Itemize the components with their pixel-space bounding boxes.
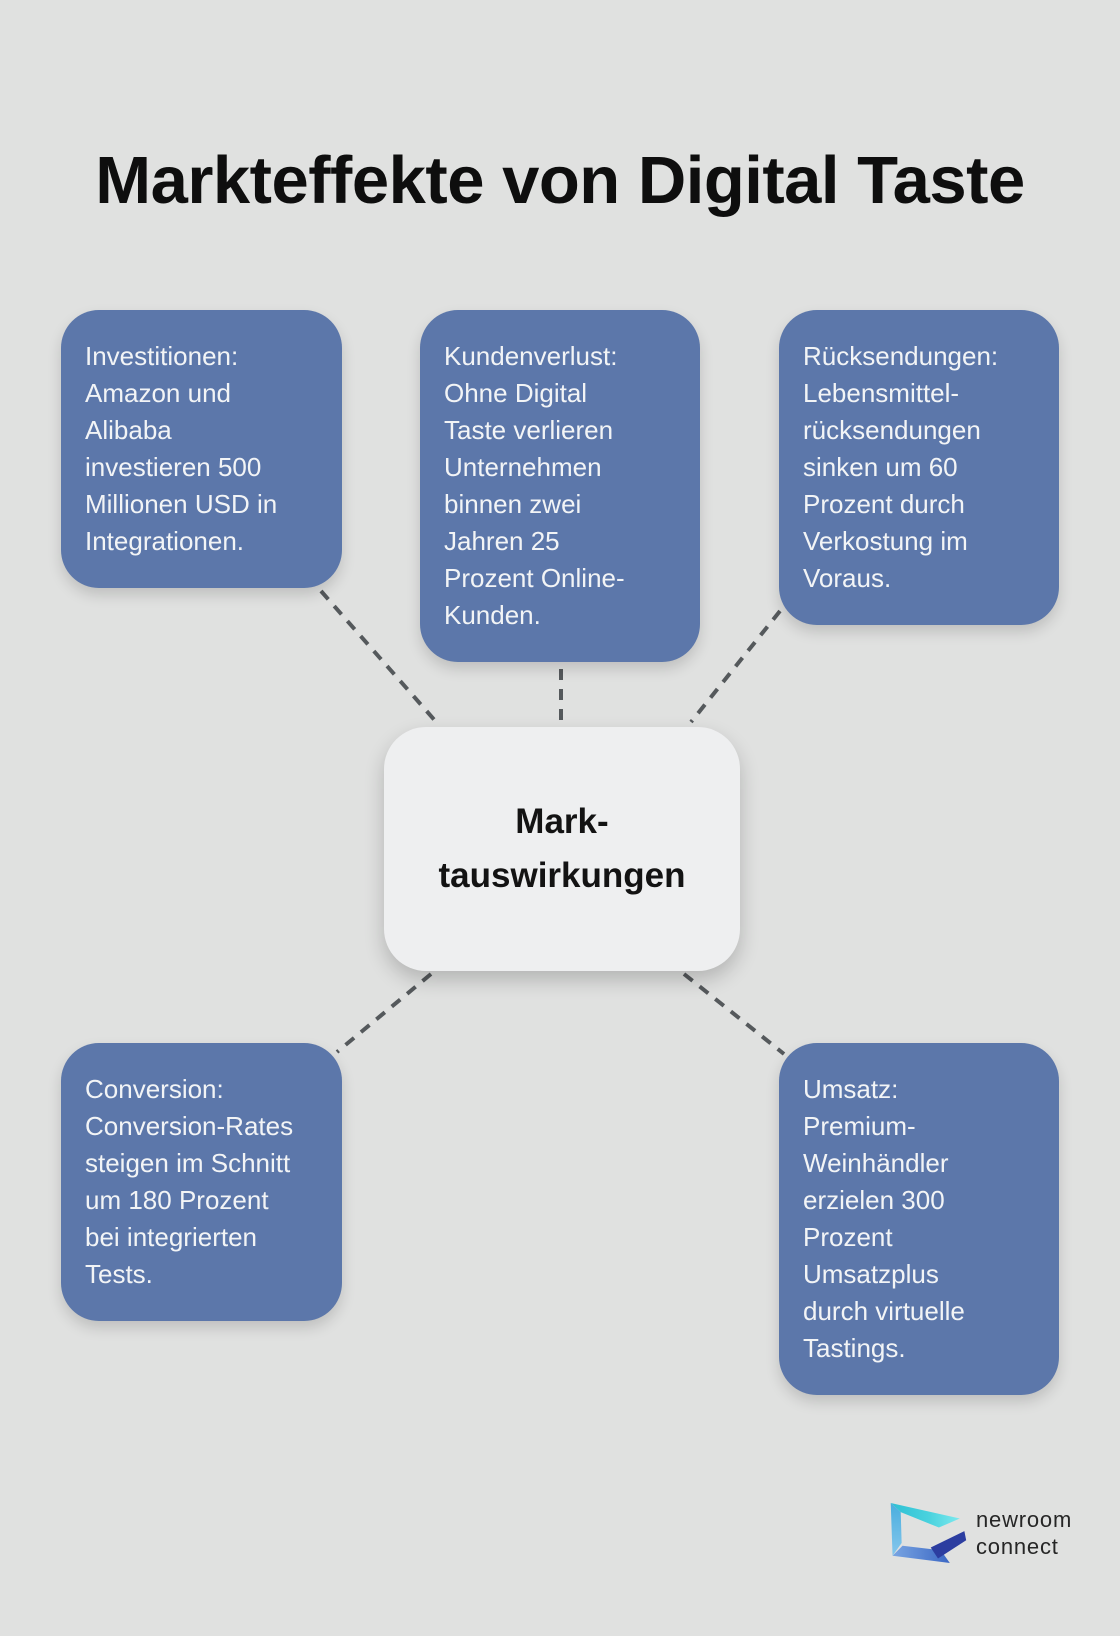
- node-umsatz: Umsatz: Premium- Weinhändler erzielen 30…: [779, 1043, 1059, 1395]
- node-conversion: Conversion: Conversion-Rates steigen im …: [61, 1043, 342, 1321]
- logo-text: newroom connect: [976, 1506, 1072, 1560]
- newroom-connect-logo: newroom connect: [888, 1498, 1072, 1568]
- node-ruecksendungen: Rücksendungen: Lebensmittel- rücksendung…: [779, 310, 1059, 625]
- logo-text-line1: newroom: [976, 1507, 1073, 1532]
- newroom-connect-logo-icon: [890, 1503, 967, 1563]
- node-kundenverlust: Kundenverlust: Ohne Digital Taste verlie…: [420, 310, 700, 662]
- connector-line: [682, 972, 786, 1056]
- page-title: Markteffekte von Digital Taste: [95, 142, 1025, 218]
- center-node-marktauswirkungen: Mark- tauswirkungen: [384, 727, 740, 971]
- logo-text-line2: connect: [976, 1534, 1059, 1559]
- connector-line: [689, 609, 782, 724]
- node-investitionen: Investitionen: Amazon und Alibaba invest…: [61, 310, 342, 588]
- connector-line: [335, 972, 433, 1054]
